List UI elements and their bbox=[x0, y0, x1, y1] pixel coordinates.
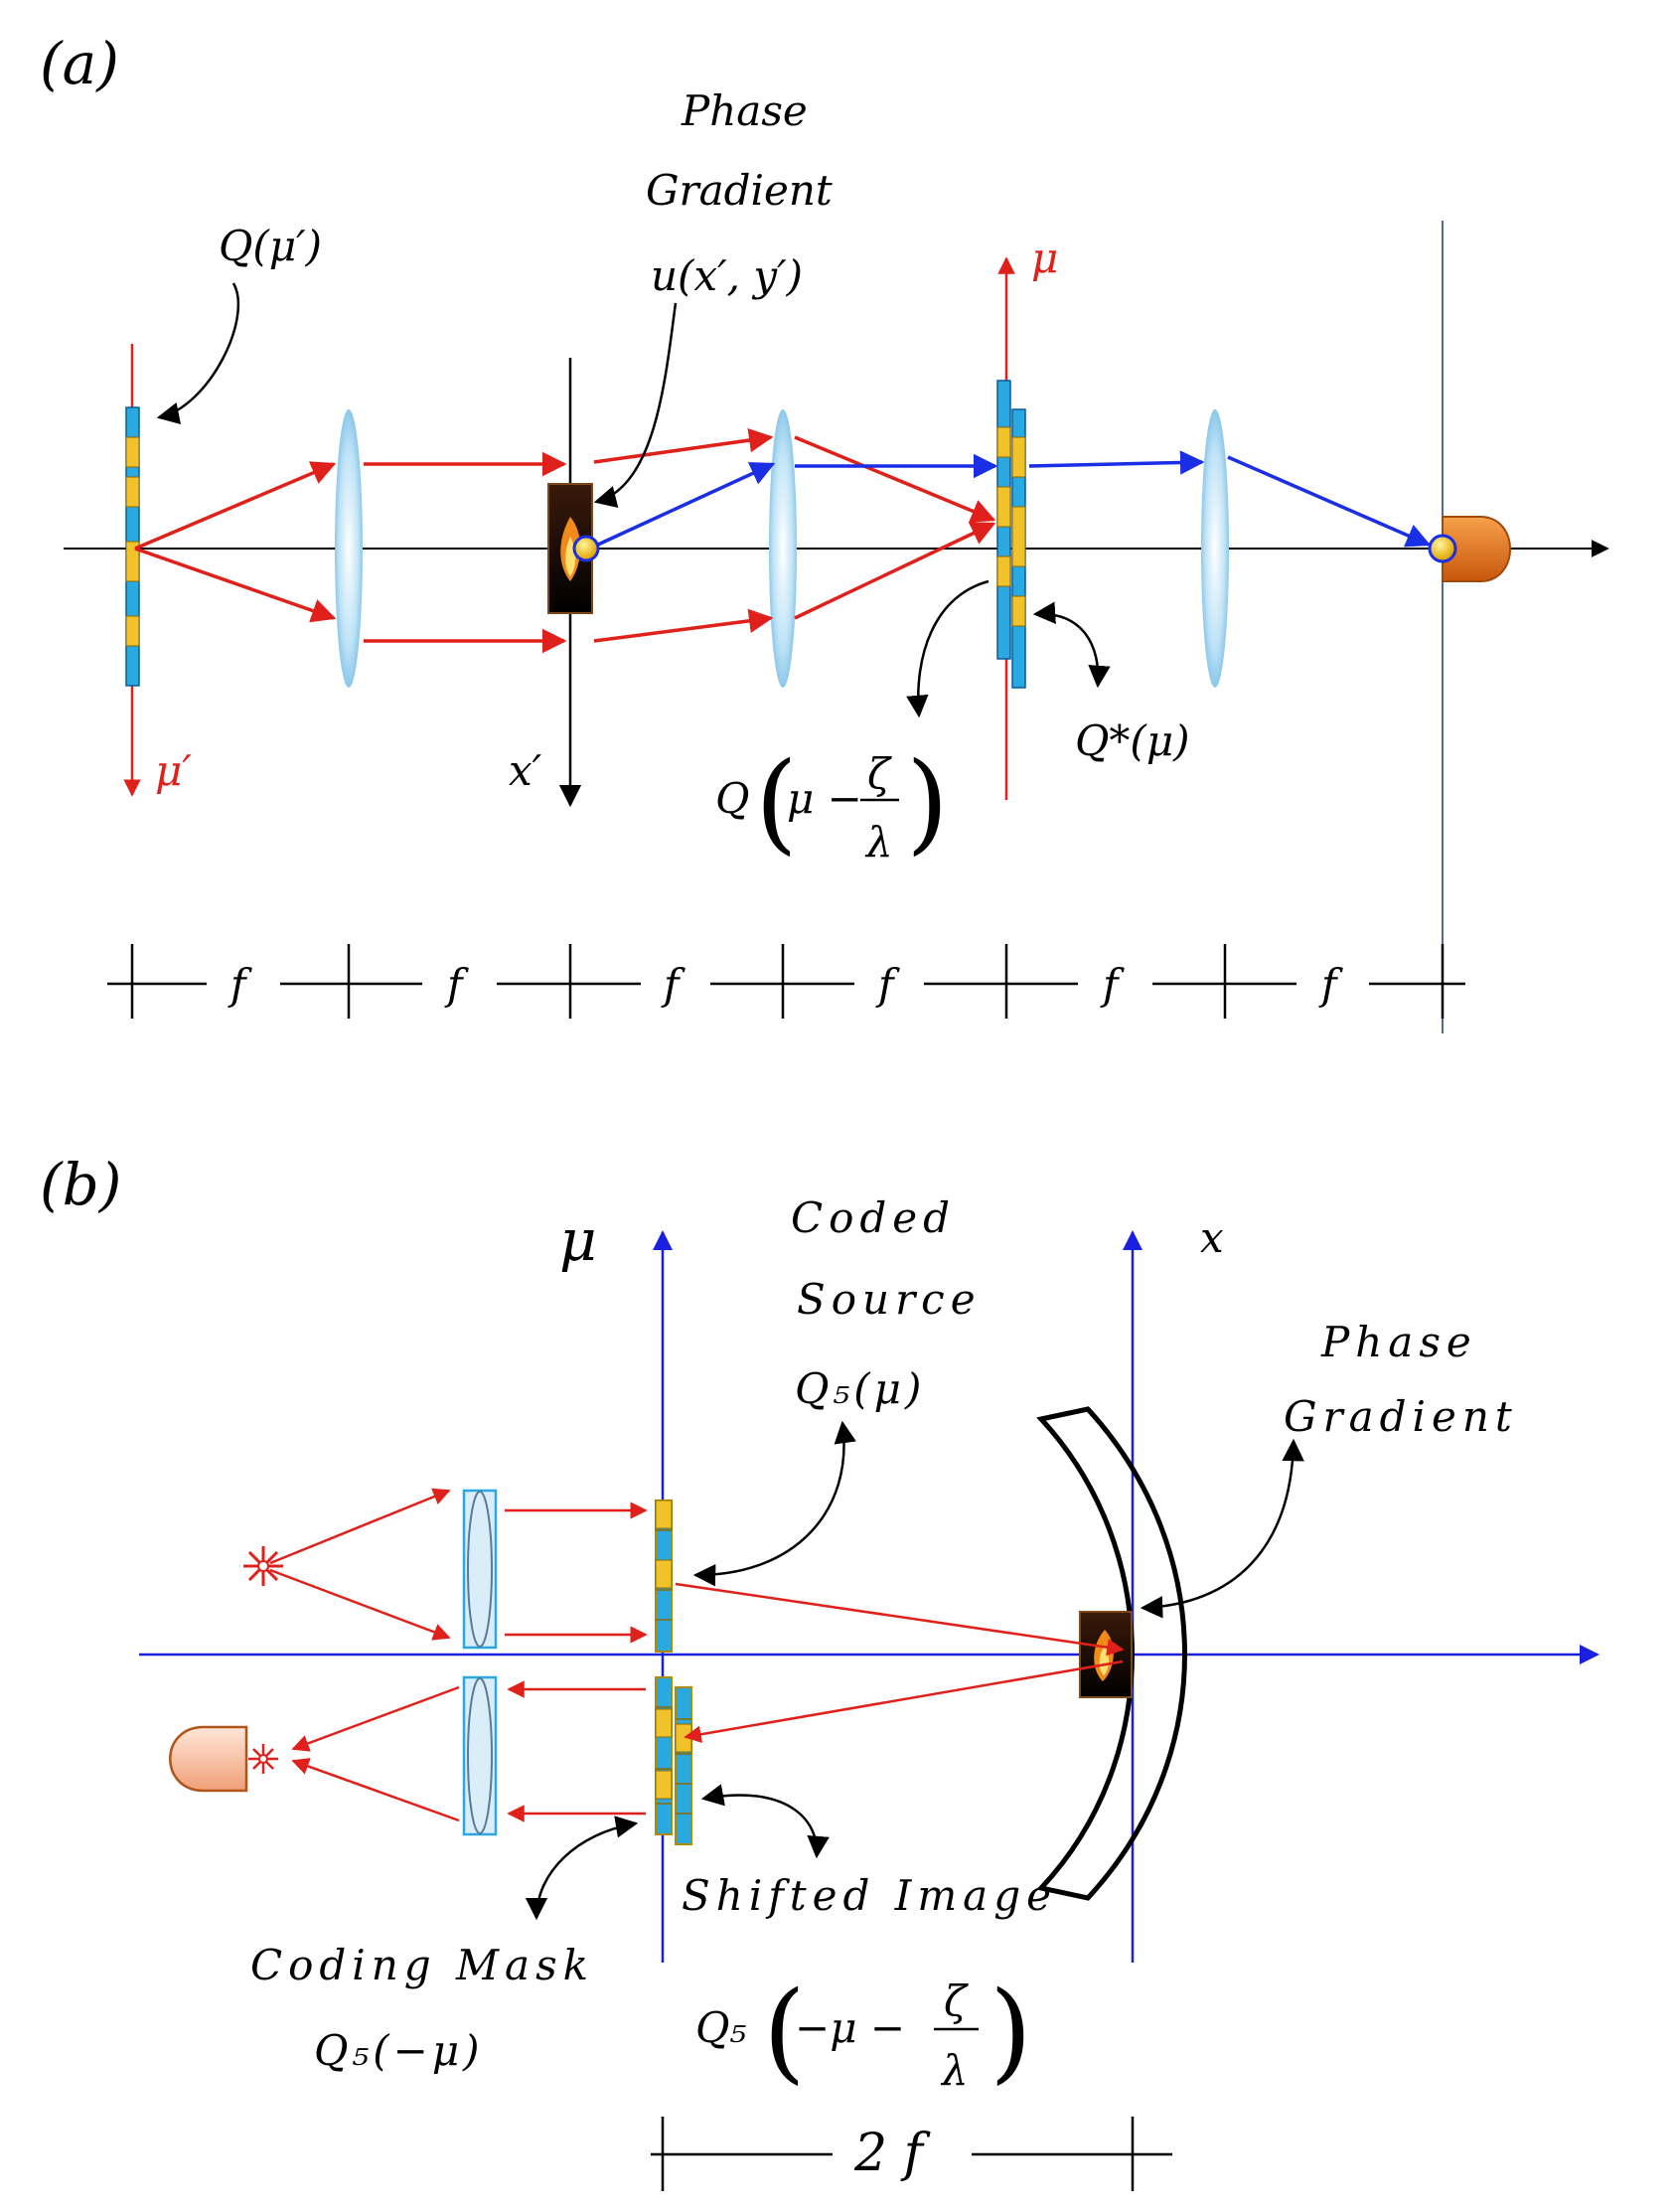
detector-a bbox=[1428, 516, 1511, 582]
blue-rays-a bbox=[597, 450, 1432, 548]
f-label-6: f bbox=[1318, 960, 1343, 1009]
two-f-scale-bar bbox=[651, 2117, 1172, 2191]
coding-mask-label: Coding Mask bbox=[250, 1941, 594, 1989]
u-label: u(x′, y′) bbox=[651, 251, 803, 300]
q-shift-q: Q bbox=[715, 774, 749, 823]
phase-gradient-pointer-b bbox=[1140, 1438, 1304, 1619]
coded-label-1: Coded bbox=[791, 1193, 956, 1242]
lens-2 bbox=[769, 409, 797, 688]
q5-shift-rparen: ) bbox=[990, 1968, 1032, 2095]
q-shift-num: ζ bbox=[867, 749, 892, 798]
red-rays-a bbox=[134, 427, 996, 654]
two-f-label: 2 f bbox=[853, 2124, 931, 2183]
f-label-3: f bbox=[661, 960, 685, 1009]
mu-label-b: μ bbox=[559, 1206, 597, 1274]
u-pointer bbox=[593, 302, 678, 508]
f-label-4: f bbox=[875, 960, 900, 1009]
q5-shift-den: λ bbox=[940, 2046, 969, 2095]
shifted-image-pointer bbox=[700, 1784, 830, 1859]
phase-gradient-object-a bbox=[547, 483, 600, 614]
lens-b-top bbox=[462, 1489, 498, 1650]
detector-b bbox=[169, 1725, 278, 1793]
coded-source-pointer bbox=[692, 1420, 856, 1587]
fourier-plane-mask bbox=[996, 380, 1026, 689]
panel-b-label: (b) bbox=[40, 1151, 121, 1218]
q-mu-prime-pointer bbox=[156, 282, 240, 425]
lens-1 bbox=[335, 409, 363, 688]
q-conj-pointer bbox=[1032, 601, 1111, 689]
coded-source-mask bbox=[655, 1500, 673, 1653]
q5-shift-mu: −μ − bbox=[795, 2003, 905, 2052]
coding-mask-pointer bbox=[525, 1816, 639, 1921]
q-shift-den: λ bbox=[864, 818, 893, 867]
coded-label-2: Source bbox=[797, 1275, 982, 1324]
q-conj-label: Q*(μ) bbox=[1075, 716, 1190, 765]
f-scale-bar bbox=[107, 944, 1465, 1019]
lens-b-bottom bbox=[462, 1675, 498, 1836]
q5-mu-label: Q₅(μ) bbox=[795, 1364, 925, 1413]
f-label-5: f bbox=[1100, 960, 1125, 1009]
phase-gradient-object-b bbox=[1079, 1611, 1133, 1698]
phase-label-b2: Gradient bbox=[1284, 1392, 1518, 1441]
shifted-image-label: Shifted Image bbox=[682, 1871, 1057, 1920]
mu-label-a: μ bbox=[1031, 234, 1058, 282]
phase-label-b1: Phase bbox=[1320, 1318, 1477, 1366]
x-label-b: x bbox=[1200, 1213, 1224, 1262]
phase-title-1: Phase bbox=[681, 86, 808, 135]
x-prime-label: x′ bbox=[509, 746, 542, 795]
q5-shift-num: ζ bbox=[944, 1976, 969, 2025]
f-label-1: f bbox=[228, 960, 252, 1009]
q-shift-rparen: ) bbox=[906, 738, 949, 866]
lens-3 bbox=[1201, 409, 1229, 688]
source-point bbox=[257, 1560, 269, 1572]
mu-prime-label: μ′ bbox=[155, 746, 192, 795]
q-shift-lparen: ( bbox=[755, 738, 798, 866]
q-mu-prime-label: Q(μ′) bbox=[219, 222, 322, 270]
red-rays-b bbox=[269, 1488, 1125, 1822]
q-shift-mu: μ − bbox=[787, 774, 862, 823]
panel-a: (a) μ′ x′ μ bbox=[40, 30, 1609, 1033]
q-shift-pointer bbox=[906, 579, 990, 718]
q5-shift-lparen: ( bbox=[763, 1968, 806, 2095]
panel-a-label: (a) bbox=[40, 30, 119, 97]
coding-mask-double bbox=[655, 1676, 692, 1845]
panel-b: (b) μ x bbox=[40, 1151, 1599, 2191]
f-label-2: f bbox=[444, 960, 469, 1009]
phase-title-2: Gradient bbox=[646, 166, 833, 215]
q5-shift-q: Q₅ bbox=[695, 2003, 746, 2052]
q5-neg-mu-label: Q₅(−μ) bbox=[314, 2026, 484, 2075]
